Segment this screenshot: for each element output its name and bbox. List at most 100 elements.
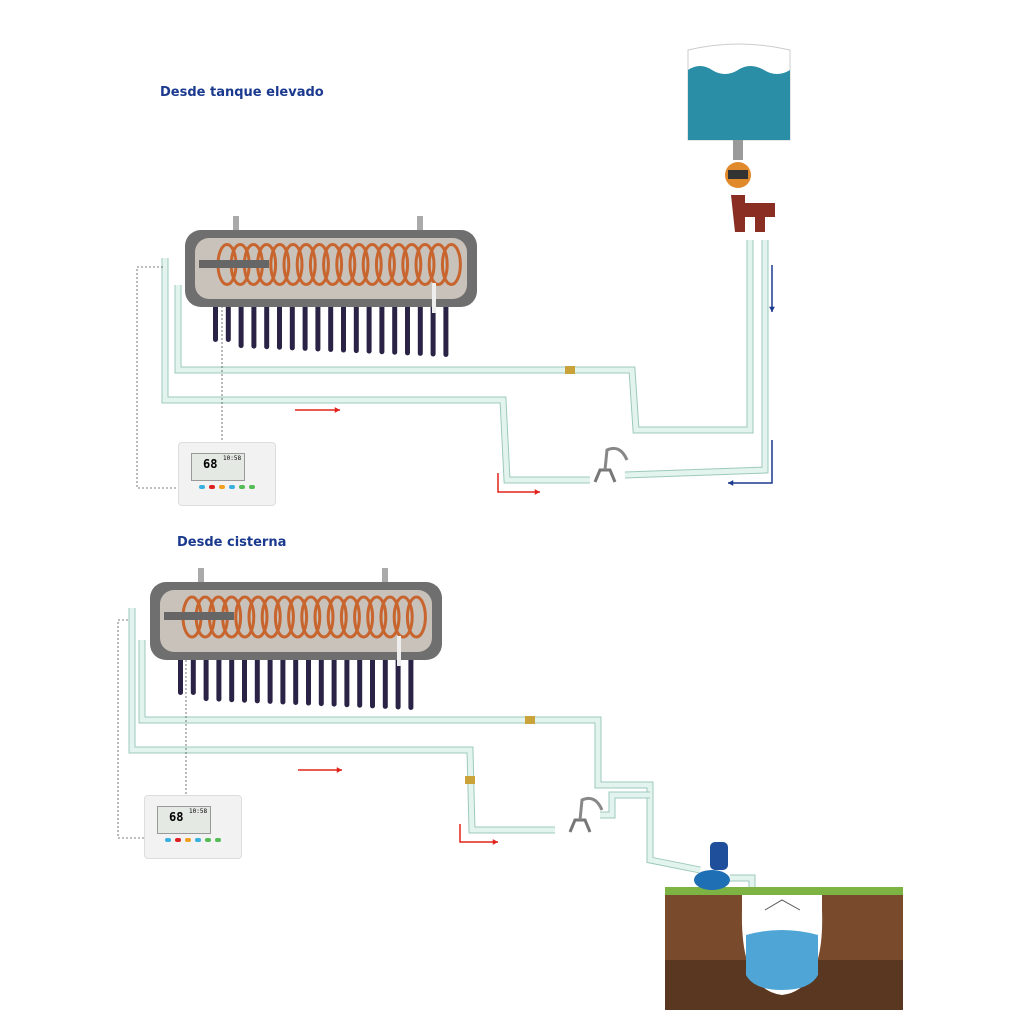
time-readout: 10:58	[223, 455, 242, 462]
copper-coil	[401, 243, 423, 286]
button[interactable]	[249, 485, 255, 489]
copper-coil	[414, 243, 436, 286]
copper-coil	[273, 595, 295, 639]
copper-coil	[374, 243, 396, 286]
vacuum-tube	[328, 297, 334, 352]
button[interactable]	[199, 485, 205, 489]
manifold	[731, 195, 775, 232]
vacuum-tube	[178, 650, 183, 695]
heading-elevated-tank: Desde tanque elevado	[160, 85, 324, 100]
vacuum-tube	[315, 297, 321, 352]
vacuum-tube	[213, 297, 218, 342]
solar-water-heater	[185, 216, 477, 357]
pipe	[600, 791, 650, 819]
copper-coil	[287, 595, 309, 639]
copper-coil	[234, 595, 256, 639]
vacuum-tube	[242, 650, 247, 703]
copper-coil	[260, 595, 282, 639]
copper-coil	[326, 595, 348, 639]
pipe	[624, 240, 768, 478]
vacuum-tube	[225, 297, 231, 342]
vacuum-tube	[392, 297, 398, 355]
vacuum-tube	[280, 650, 286, 705]
heading-cistern: Desde cisterna	[177, 535, 287, 550]
vacuum-tube	[408, 650, 414, 710]
copper-coil	[335, 243, 357, 286]
copper-coil	[427, 243, 449, 286]
water-pump	[694, 842, 730, 890]
solar-controller[interactable]: 68 10:58	[144, 795, 242, 859]
vacuum-tube	[293, 650, 299, 705]
button[interactable]	[205, 838, 211, 842]
vacuum-tube	[353, 297, 359, 354]
pipe	[624, 240, 769, 479]
faucet-icon[interactable]	[593, 446, 629, 483]
copper-coil	[308, 243, 330, 286]
button[interactable]	[165, 838, 171, 842]
valve-icon[interactable]	[465, 776, 475, 784]
vacuum-tube	[417, 297, 423, 356]
vacuum-tube	[264, 297, 270, 350]
flow-arrow	[459, 824, 498, 843]
sensor-cable	[117, 619, 144, 839]
copper-coil	[313, 595, 335, 639]
button[interactable]	[239, 485, 245, 489]
copper-coil	[295, 243, 317, 286]
vacuum-tube	[302, 297, 308, 351]
copper-coil	[388, 243, 410, 286]
flow-arrow	[497, 473, 540, 493]
copper-coil	[353, 595, 375, 639]
vacuum-tube	[357, 650, 363, 708]
flow-arrow	[728, 440, 773, 484]
button[interactable]	[209, 485, 215, 489]
copper-coil	[392, 595, 414, 639]
copper-coil	[247, 595, 269, 639]
copper-coil	[300, 595, 322, 639]
temperature-readout: 68	[203, 457, 218, 471]
pipe	[162, 258, 590, 483]
solar-controller[interactable]: 68 10:58	[178, 442, 276, 506]
vacuum-tube	[306, 650, 311, 706]
elevated-water-tank	[687, 43, 791, 232]
button[interactable]	[215, 838, 221, 842]
valve-icon[interactable]	[525, 716, 535, 724]
vacuum-tube	[344, 650, 350, 708]
vacuum-tube	[366, 297, 372, 354]
vacuum-tube	[203, 650, 209, 702]
pipe	[175, 240, 753, 433]
button[interactable]	[229, 485, 235, 489]
arrow-head	[534, 489, 540, 495]
valve-icon[interactable]	[565, 366, 575, 374]
copper-coil	[348, 243, 370, 286]
sensor-cable	[136, 266, 180, 489]
pipe	[600, 792, 650, 818]
button[interactable]	[175, 838, 181, 842]
vacuum-tube	[382, 650, 388, 709]
arrow-head	[769, 306, 775, 312]
button[interactable]	[219, 485, 225, 489]
vacuum-tube	[238, 297, 244, 349]
copper-coil	[269, 243, 291, 286]
vacuum-tube	[331, 650, 337, 707]
arrow-head	[334, 407, 340, 413]
button[interactable]	[185, 838, 191, 842]
vacuum-tube	[443, 297, 449, 357]
faucet-icon[interactable]	[568, 796, 604, 833]
arrow-head	[336, 767, 342, 773]
vacuum-tube	[254, 650, 260, 704]
vacuum-tube	[289, 297, 295, 351]
solar-water-heater	[150, 568, 442, 710]
underground-cistern	[665, 887, 903, 1010]
vacuum-tube	[277, 297, 282, 350]
copper-coil	[322, 243, 344, 286]
copper-coil	[379, 595, 401, 639]
vacuum-tube	[216, 650, 222, 702]
copper-coil	[339, 595, 361, 639]
vacuum-tube	[229, 650, 235, 703]
copper-coil	[440, 243, 462, 286]
arrow-head	[728, 480, 734, 486]
arrow-head	[492, 839, 498, 845]
button[interactable]	[195, 838, 201, 842]
temperature-readout: 68	[169, 810, 184, 824]
